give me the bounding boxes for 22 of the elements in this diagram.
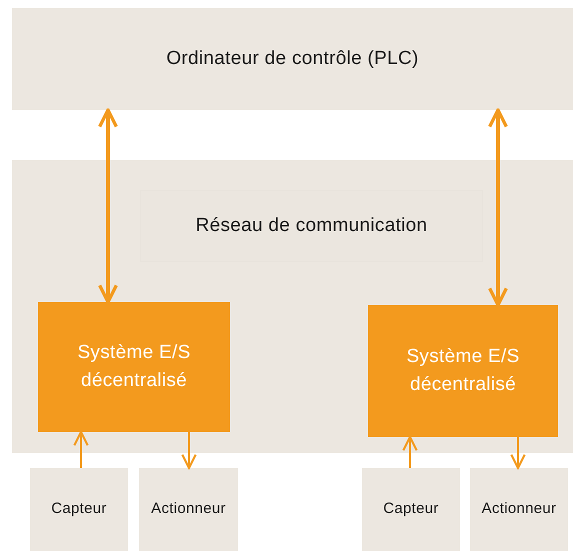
io-system-box (368, 305, 558, 437)
node-label: Système E/S décentralisé (405, 344, 521, 397)
node-label: Capteur (50, 499, 108, 520)
io-system-box (38, 302, 230, 432)
node-label: Système E/S décentralisé (76, 340, 192, 393)
field-device-box (139, 468, 238, 551)
arrow (510, 437, 526, 470)
node-label: Actionneur (150, 499, 227, 520)
network-panel (12, 160, 573, 453)
node-label: Ordinateur de contrôle (PLC) (165, 46, 420, 71)
controller-box (12, 8, 573, 110)
field-device-box (470, 468, 568, 551)
arrow (488, 108, 508, 307)
arrow (73, 430, 89, 468)
field-device-box (30, 468, 128, 551)
node-label: Réseau de communication (194, 214, 428, 238)
node-label: Capteur (382, 499, 440, 520)
arrow (98, 108, 118, 304)
node-label: Actionneur (480, 499, 558, 520)
arrow (402, 436, 418, 468)
field-device-box (362, 468, 460, 551)
arrow (181, 432, 197, 470)
